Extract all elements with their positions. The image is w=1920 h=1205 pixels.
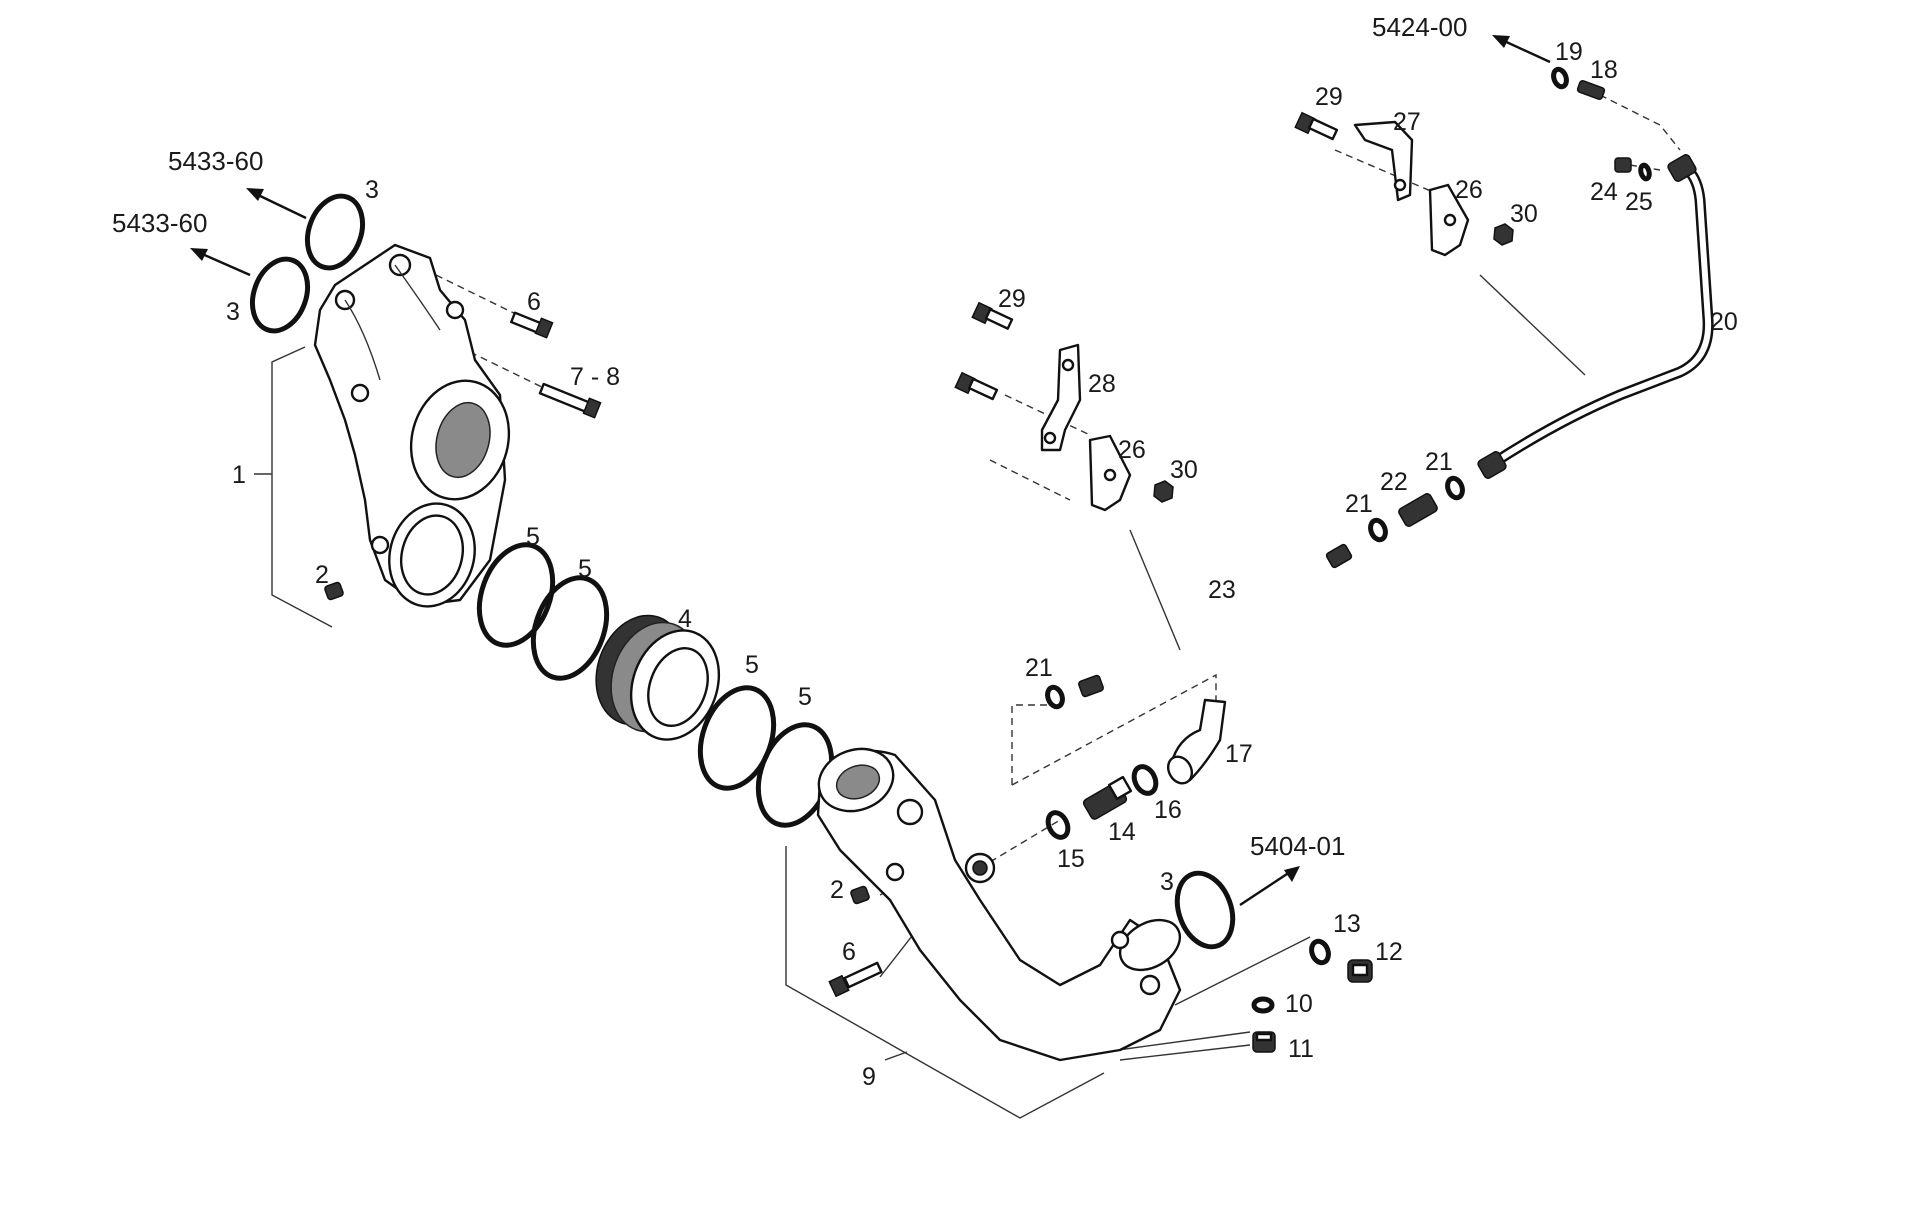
callout-15: 15	[1057, 845, 1085, 873]
union-22	[1398, 493, 1438, 527]
callout-18: 18	[1590, 56, 1618, 84]
o-ring-13	[1309, 938, 1331, 966]
callout-13: 13	[1333, 910, 1361, 938]
callout-19: 19	[1555, 38, 1583, 66]
bolt-6-upper	[510, 311, 554, 339]
callout-25: 25	[1625, 188, 1653, 216]
callout-3-upper: 3	[365, 176, 379, 204]
callout-3-lower: 3	[226, 298, 240, 326]
o-ring-3-right	[1174, 870, 1236, 950]
bolt-29-lower-b	[954, 371, 999, 401]
callout-9: 9	[862, 1063, 876, 1091]
callout-21-mid: 21	[1345, 490, 1373, 518]
callout-5-d: 5	[798, 683, 812, 711]
nut-30-lower	[1153, 480, 1174, 503]
ref-5433-60-lower: 5433-60	[112, 208, 207, 238]
callout-21-lower: 21	[1025, 654, 1053, 682]
callout-22: 22	[1380, 468, 1408, 496]
o-ring-19	[1551, 66, 1569, 90]
outlet-pipe-part-9	[816, 747, 1182, 1062]
callout-14: 14	[1108, 818, 1136, 846]
washer-10	[1251, 996, 1275, 1014]
callout-29-upper: 29	[1315, 83, 1343, 111]
callout-20: 20	[1710, 308, 1738, 336]
callout-6-upper: 6	[527, 288, 541, 316]
thermostat-part-4	[595, 614, 721, 741]
plug-11	[1252, 1031, 1276, 1053]
bracket-27	[1353, 120, 1414, 202]
callout-21-upper: 21	[1425, 448, 1453, 476]
clamp-26-upper	[1428, 183, 1470, 257]
housing-part-1	[313, 243, 511, 608]
callout-17: 17	[1225, 740, 1253, 768]
clamp-26-lower	[1088, 434, 1132, 512]
plug-2-lower	[850, 885, 870, 905]
callout-6-lower: 6	[842, 938, 856, 966]
callout-16: 16	[1154, 796, 1182, 824]
callout-5-a: 5	[526, 523, 540, 551]
o-ring-21-lower	[1045, 684, 1065, 710]
fitting-18	[1576, 80, 1606, 100]
bolt-29-lower	[971, 301, 1014, 330]
o-ring-5-a	[476, 542, 556, 648]
o-ring-3-upper	[304, 193, 366, 271]
pipe-20	[1477, 154, 1714, 479]
o-ring-5-b	[530, 575, 610, 681]
callout-1: 1	[232, 461, 246, 489]
reference-arrows	[190, 35, 1551, 907]
callout-24: 24	[1590, 178, 1618, 206]
bracket-28	[1040, 343, 1082, 452]
callout-30-lower: 30	[1170, 456, 1198, 484]
callout-11: 11	[1288, 1035, 1314, 1063]
callout-5-c: 5	[745, 651, 759, 679]
adapter-14	[1082, 775, 1133, 820]
callout-5-b: 5	[578, 555, 592, 583]
plug-12	[1347, 959, 1373, 983]
callout-2-upper: 2	[315, 561, 329, 589]
callout-12: 12	[1375, 938, 1403, 966]
ref-5404-01: 5404-01	[1250, 831, 1345, 861]
ref-5433-60-upper: 5433-60	[168, 146, 263, 176]
o-ring-21-upper	[1445, 475, 1465, 501]
o-ring-3-lower	[249, 256, 311, 334]
o-ring-21-mid	[1368, 517, 1388, 543]
pipe-23	[1078, 543, 1353, 698]
callout-27: 27	[1393, 108, 1421, 136]
callout-23: 23	[1208, 576, 1236, 604]
callout-26-upper: 26	[1455, 176, 1483, 204]
plug-2-upper	[324, 581, 344, 601]
bolt-29-upper	[1294, 111, 1339, 141]
callout-29-lower: 29	[998, 285, 1026, 313]
callout-7-8: 7 - 8	[570, 363, 620, 391]
callout-28: 28	[1088, 370, 1116, 398]
o-ring-15	[1045, 810, 1071, 840]
elbow-17	[1166, 698, 1227, 785]
nut-30-upper	[1493, 223, 1514, 246]
callout-30-upper: 30	[1510, 200, 1538, 228]
callout-10: 10	[1285, 990, 1313, 1018]
bolt-7-8	[538, 382, 602, 419]
o-ring-16	[1131, 764, 1159, 796]
callout-2-lower: 2	[830, 876, 844, 904]
callout-3-right: 3	[1160, 868, 1174, 896]
bolt-6-lower	[828, 961, 883, 998]
washer-25	[1638, 162, 1652, 182]
callout-4: 4	[678, 605, 692, 633]
plug-24	[1614, 157, 1632, 173]
callout-26-lower: 26	[1118, 436, 1146, 464]
ref-5424-00: 5424-00	[1372, 12, 1467, 42]
